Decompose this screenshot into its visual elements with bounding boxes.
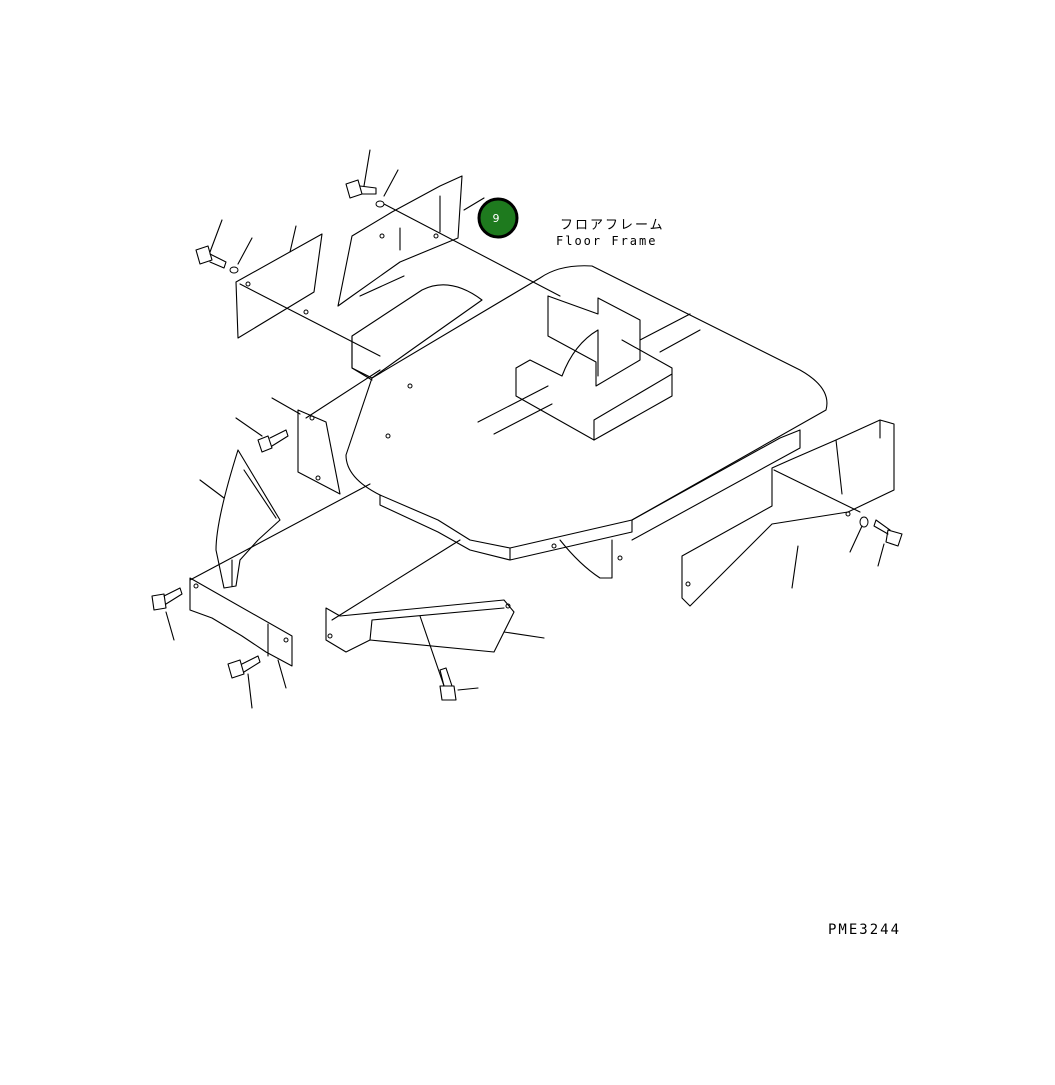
bolt-icon (151, 587, 183, 611)
bolt-icon (257, 429, 289, 453)
assembly-lines (189, 203, 861, 687)
callout-badge[interactable]: 9 (477, 197, 519, 239)
floor-frame-label-jp: フロアフレーム (560, 218, 665, 233)
washer-icon (375, 200, 385, 208)
floor-frame (345, 265, 828, 579)
bolt-icon (195, 245, 227, 269)
callout-number: 9 (493, 212, 500, 225)
washer-icon (229, 266, 239, 274)
lower-right-bracket (325, 599, 515, 653)
left-cover-plate (235, 233, 323, 339)
washer-icon (859, 516, 869, 528)
bolt-icon (873, 519, 903, 547)
left-bracket-lower (215, 449, 281, 589)
bolt-icon (227, 655, 261, 679)
right-side-cover (681, 419, 895, 607)
floor-frame-label-en: Floor Frame (556, 234, 657, 248)
upper-cover-plate (337, 175, 463, 307)
drawing-code: PME3244 (828, 922, 901, 938)
leader-lines (165, 149, 885, 709)
bolt-icon (439, 667, 457, 701)
bolt-icon (345, 179, 377, 199)
left-bracket-upper (297, 409, 341, 495)
lower-front-plate (189, 577, 293, 667)
